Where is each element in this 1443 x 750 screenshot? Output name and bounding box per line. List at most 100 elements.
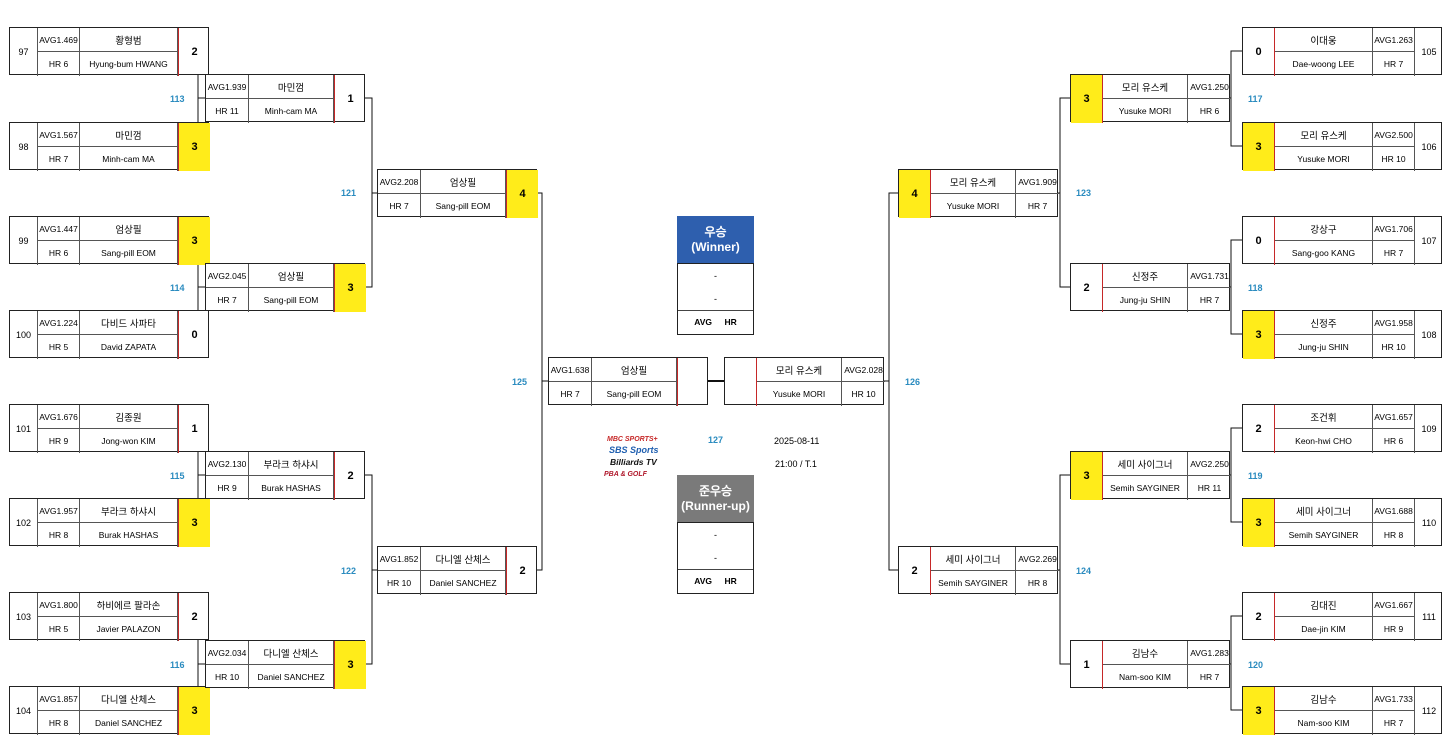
player-name-en: Javier PALAZON (80, 617, 178, 641)
match-number-label: 121 (341, 188, 357, 198)
match-score: 3 (178, 687, 210, 735)
player-name-en: Yusuke MORI (1275, 147, 1373, 171)
player-name-ko: 다니엘 산체스 (421, 547, 506, 571)
player-high-run: HR 10 (206, 665, 249, 689)
winner-result-box: - - AVG HR (677, 263, 754, 335)
player-name-en: Dae-jin KIM (1275, 617, 1373, 641)
player-name-ko: 부라크 하샤시 (80, 499, 178, 523)
match-number-label: 115 (170, 471, 185, 481)
match-score: 3 (1071, 75, 1103, 123)
player-name-en: Semih SAYGINER (1275, 523, 1373, 547)
seed-number: 109 (1421, 424, 1437, 434)
player-avg: AVG2.045 (206, 264, 249, 288)
player-high-run: HR 7 (38, 147, 80, 171)
match-score: 3 (178, 123, 210, 171)
match-score: 3 (1243, 123, 1275, 171)
player-name-ko: 마민껌 (249, 75, 334, 99)
player-avg: AVG1.731 (1188, 264, 1231, 288)
seed-number: 103 (10, 593, 38, 641)
match-score (677, 358, 709, 406)
match-score (725, 358, 757, 406)
runner-up-name-en: - (714, 552, 717, 563)
player-high-run: HR 10 (1373, 335, 1415, 359)
player-avg: AVG1.733 (1373, 687, 1415, 711)
player-name-en: David ZAPATA (80, 335, 178, 359)
player-high-run: HR 7 (1199, 295, 1220, 305)
match-score: 2 (1243, 405, 1275, 453)
player-high-run: HR 7 (549, 382, 592, 406)
runner-up-header: 준우승 (Runner-up) (677, 475, 754, 522)
player-name-ko: 엄상필 (80, 217, 178, 241)
player-avg: AVG1.469 (38, 28, 80, 52)
player-high-run: HR 7 (1199, 672, 1220, 682)
winner-avg-label: AVG (694, 317, 713, 327)
player-high-run: HR 7 (1373, 241, 1415, 265)
player-high-run: HR 11 (206, 99, 249, 123)
match-score: 3 (178, 217, 210, 265)
final-date: 2025-08-11 (774, 436, 820, 446)
player-high-run: HR 10 (378, 571, 421, 595)
match-score: 4 (506, 170, 538, 218)
match-number-label: 114 (170, 283, 185, 293)
player-name-ko: 조건휘 (1275, 405, 1373, 429)
runner-up-stats-row: AVG HR (678, 569, 753, 592)
player-high-run: HR 6 (1373, 429, 1415, 453)
player-name-ko: 마민껌 (80, 123, 178, 147)
player-name-ko: 김남수 (1275, 687, 1373, 711)
player-name-ko: 김남수 (1103, 641, 1188, 665)
bracket-connector (1058, 97, 1070, 288)
player-high-run: HR 8 (38, 523, 80, 547)
player-high-run: HR 10 (1373, 147, 1415, 171)
player-high-run: HR 6 (38, 52, 80, 76)
player-high-run: HR 9 (38, 429, 80, 453)
winner-title: 우승 (704, 224, 727, 239)
bracket-connector (361, 97, 377, 288)
player-name-ko: 모리 유스케 (1275, 123, 1373, 147)
player-name-en: Semih SAYGINER (1103, 476, 1188, 500)
sbs-sports-logo: SBS Sports (609, 445, 659, 455)
match-score: 0 (1243, 217, 1275, 265)
player-high-run: HR 7 (1027, 201, 1048, 211)
player-name-en: Sang-pill EOM (249, 288, 334, 312)
seed-number: 108 (1421, 330, 1437, 340)
match-number-label: 116 (170, 660, 185, 670)
player-name-ko: 세미 사이그너 (1103, 452, 1188, 476)
player-name-en: Jung-ju SHIN (1275, 335, 1373, 359)
player-name-en: Hyung-bum HWANG (80, 52, 178, 76)
player-avg: AVG2.034 (206, 641, 249, 665)
player-name-ko: 신정주 (1103, 264, 1188, 288)
match-score: 1 (178, 405, 210, 453)
player-avg: AVG2.028 (842, 358, 885, 382)
match-score: 3 (334, 264, 366, 312)
bracket-connector (884, 192, 898, 571)
match-score: 1 (1071, 641, 1103, 689)
player-name-ko: 황형범 (80, 28, 178, 52)
player-name-ko: 세미 사이그너 (931, 547, 1016, 571)
winner-hr-label: HR (724, 317, 737, 327)
seed-number: 104 (10, 687, 38, 735)
match-score: 1 (334, 75, 366, 123)
player-high-run: HR 11 (1197, 483, 1222, 493)
match-score: 2 (506, 547, 538, 595)
player-name-en: Daniel SANCHEZ (80, 711, 178, 735)
match-number-label: 118 (1248, 283, 1263, 293)
seed-number: 112 (1421, 706, 1437, 716)
player-avg: AVG1.657 (1373, 405, 1415, 429)
bracket-connector (361, 474, 377, 665)
player-name-ko: 세미 사이그너 (1275, 499, 1373, 523)
winner-header: 우승 (Winner) (677, 216, 754, 263)
match-number-label: 119 (1248, 471, 1263, 481)
player-avg: AVG1.447 (38, 217, 80, 241)
bracket-connector (1230, 239, 1242, 335)
match-score: 0 (1243, 28, 1275, 76)
match-number-label: 125 (512, 377, 528, 387)
player-name-ko: 다니엘 산체스 (80, 687, 178, 711)
